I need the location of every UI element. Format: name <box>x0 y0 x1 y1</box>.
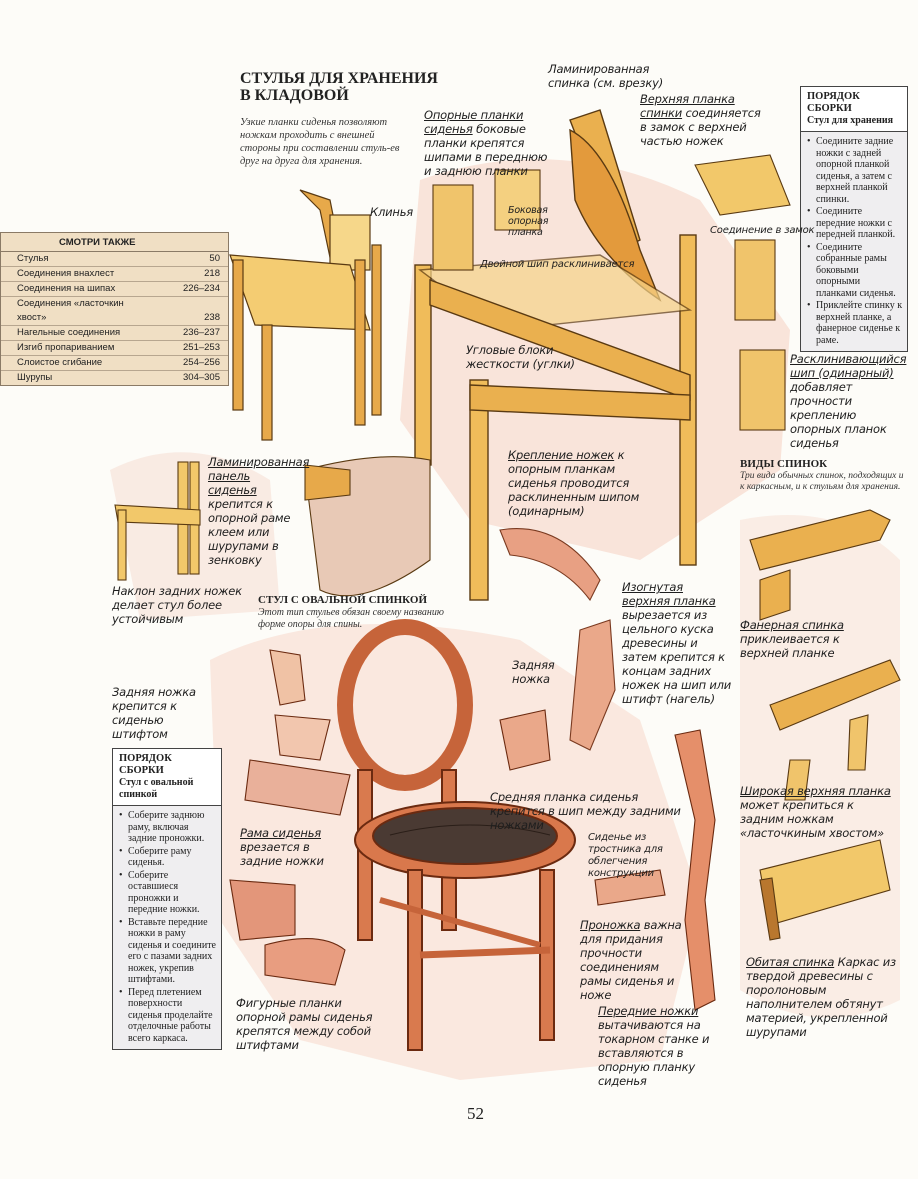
label-seat-frame: Рама сиденья врезается в задние ножки <box>240 826 324 868</box>
order-header-line1: ПОРЯДОК <box>119 753 172 764</box>
label-mid-rail: Средняя планка сиденья крепится в шип ме… <box>490 790 681 832</box>
order-header: ПОРЯДОК СБОРКИ Стул для хранения <box>801 87 907 132</box>
label-rear-leg-pin: Задняя ножка крепится к сиденью штифтом <box>112 685 196 741</box>
label-wedges: Клинья <box>370 205 414 219</box>
oval-caption: Этот тип стульев обязан своему названию … <box>258 607 444 630</box>
storage-title-line1: СТУЛЬЯ ДЛЯ ХРАНЕНИЯ <box>240 70 438 87</box>
label-curved-top: Изогнутая верхняя планка вырезается из ц… <box>622 580 732 706</box>
oval-back-chair <box>337 619 576 1051</box>
order-subtitle: Стул для хранения <box>807 115 894 126</box>
backs-title: ВИДЫ СПИНОК <box>740 458 828 470</box>
label-laminated-back: Ламинированная спинка (см. врезку) <box>548 62 663 90</box>
storage-chair-small <box>229 189 382 441</box>
label-side-rail: Боковая опорная планка <box>508 205 549 238</box>
order-item: Вставьте передние ножки в раму сиденья и… <box>119 917 217 986</box>
backs-caption: Три вида обычных спинок, подходящих и к … <box>740 471 904 492</box>
order-subtitle: Стул с овальной спинкой <box>119 777 194 800</box>
order-item: Соедините задние ножки с задней опорной … <box>807 136 903 205</box>
see-also-row: хвост»238 <box>1 311 228 326</box>
label-top-rail: Верхняя планка спинки соединяется в замо… <box>640 92 761 148</box>
label-wide-top: Широкая верхняя планка может крепиться к… <box>740 784 891 840</box>
assembly-order-oval: ПОРЯДОК СБОРКИ Стул с овальной спинкой С… <box>112 748 222 1050</box>
order-header-line1: ПОРЯДОК <box>807 91 860 102</box>
label-upholstered: Обитая спинка Каркас из твердой древесин… <box>746 955 896 1039</box>
label-seat-rails: Опорные планки сиденья боковые планки кр… <box>424 108 548 178</box>
order-list: Соедините задние ножки с задней опорной … <box>801 132 907 351</box>
label-rear-tilt: Наклон задних ножек делает стул более ус… <box>112 584 242 626</box>
label-corner-blocks: Угловые блоки жесткости (углки) <box>466 343 575 371</box>
label-plywood-back: Фанерная спинка приклеивается к верхней … <box>740 618 844 660</box>
label-front-legs: Передние ножки вытачиваются на токарном … <box>598 1004 710 1088</box>
order-item: Соедините передние ножки с передней план… <box>807 206 903 241</box>
oval-title: СТУЛ С ОВАЛЬНОЙ СПИНКОЙ <box>258 594 428 606</box>
label-stretcher: Проножка важна для придания прочности со… <box>580 918 682 1002</box>
order-item: Соедините собранные рамы боковыми опорны… <box>807 242 903 300</box>
label-single-tenon: Расклинивающийся шип (одинарный) добавля… <box>790 352 907 450</box>
see-also-row: Соединения «ласточкин <box>17 298 124 309</box>
storage-title-line2: В КЛАДОВОЙ <box>240 87 349 104</box>
order-item: Соберите раму сиденья. <box>119 846 217 869</box>
assembly-order-storage: ПОРЯДОК СБОРКИ Стул для хранения Соедини… <box>800 86 908 352</box>
order-item: Соберите заднюю раму, включая задние про… <box>119 810 217 845</box>
label-cane-seat: Сиденье из тростника для облегчения конс… <box>588 832 663 879</box>
order-item: Приклейте спинку к верхней планке, а фан… <box>807 300 903 346</box>
label-rear-leg: Задняя ножка <box>512 658 555 686</box>
order-header: ПОРЯДОК СБОРКИ Стул с овальной спинкой <box>113 749 221 806</box>
label-lock-joint: Соединение в замок <box>710 225 815 236</box>
order-list: Соберите заднюю раму, включая задние про… <box>113 806 221 1049</box>
page-number: 52 <box>467 1104 484 1123</box>
order-item: Перед плетением поверхности сиденья прод… <box>119 987 217 1045</box>
label-laminated-panel: Ламинированная панель сиденья крепится к… <box>208 455 310 567</box>
label-shaped-rails: Фигурные планки опорной рамы сиденья кре… <box>236 996 373 1052</box>
storage-caption: Узкие планки сиденья позволяют ножкам пр… <box>240 117 400 167</box>
order-header-line2: СБОРКИ <box>119 765 164 776</box>
storage-chair-frame <box>414 109 697 601</box>
label-wedged-tenon: Двойной шип расклинивается <box>480 259 635 270</box>
storage-title: СТУЛЬЯ ДЛЯ ХРАНЕНИЯ В КЛАДОВОЙ <box>240 70 438 104</box>
order-item: Соберите оставшиеся проножки и передние … <box>119 870 217 916</box>
label-legs-fix: Крепление ножек к опорным планкам сидень… <box>508 448 640 518</box>
order-header-line2: СБОРКИ <box>807 103 852 114</box>
see-also-title: СМОТРИ ТАКЖЕ <box>1 233 228 252</box>
